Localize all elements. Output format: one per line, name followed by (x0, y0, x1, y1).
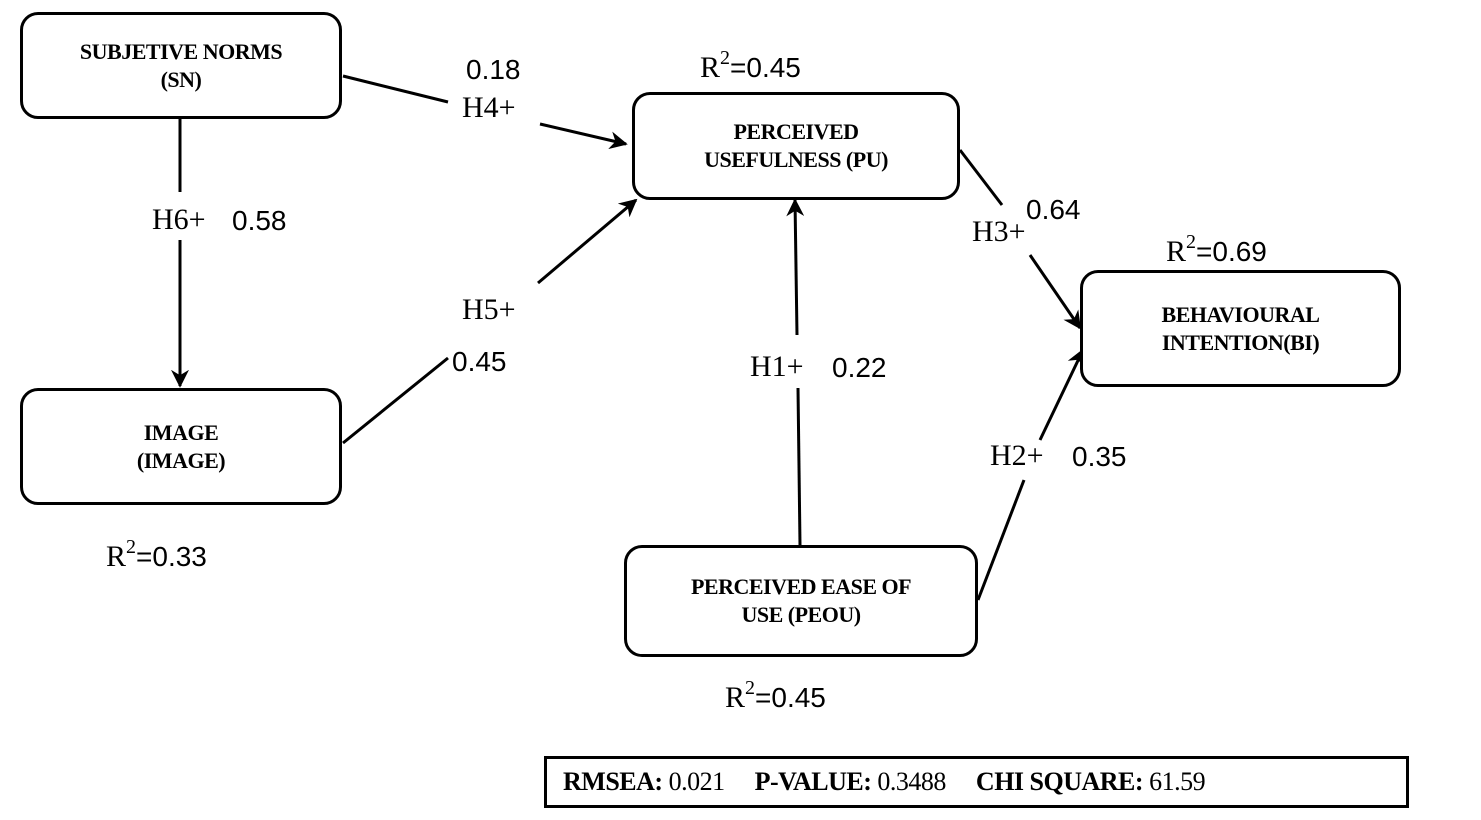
node-subjective-norms-line2: (SN) (160, 66, 202, 92)
r-squared-peou-value: =0.45 (755, 682, 826, 713)
r-squared-image: R2=0.33 (106, 533, 207, 573)
r-squared-pu-superscript: 2 (720, 47, 731, 69)
node-subjective-norms-line1: SUBJETIVE NORMS (79, 38, 283, 64)
r-squared-bi-symbol: R (1166, 235, 1187, 268)
path-h3-hypothesis: H3+ (972, 215, 1026, 248)
chi-square-value: 61.59 (1149, 767, 1206, 796)
path-h1-hypothesis: H1+ (750, 350, 804, 383)
arrow-sn-to-pu (342, 74, 449, 104)
node-behavioural-intention-line1: BEHAVIOURAL (1161, 301, 1320, 327)
node-perceived-usefulness: PERCEIVED USEFULNESS (PU) (632, 92, 960, 200)
p-value-value: 0.3488 (877, 767, 946, 796)
node-image: IMAGE (IMAGE) (20, 388, 342, 505)
r-squared-peou: R2=0.45 (725, 674, 826, 714)
path-h3-coefficient: 0.64 (1026, 194, 1081, 225)
node-perceived-usefulness-line2: USEFULNESS (PU) (704, 147, 888, 172)
path-h2-coefficient: 0.35 (1072, 441, 1127, 472)
rmsea-label: RMSEA: (563, 767, 663, 796)
path-h4-coefficient: 0.18 (466, 54, 521, 85)
arrow-image-to-pu (537, 198, 638, 285)
node-perceived-ease-of-use-line1: PERCEIVED EASE OF (690, 574, 912, 599)
arrow-peou-to-bi-tail (976, 479, 1026, 601)
path-h2-hypothesis: H2+ (990, 439, 1044, 472)
r-squared-pu: R2=0.45 (700, 44, 801, 84)
path-h5-coefficient: 0.45 (452, 346, 507, 377)
arrow-pu-to-bi-tail (958, 149, 1004, 206)
r-squared-image-symbol: R (106, 540, 127, 573)
r-squared-bi: R2=0.69 (1166, 228, 1267, 268)
model-fit-indices-box: RMSEA: 0.021 P-VALUE: 0.3488 CHI SQUARE:… (544, 756, 1409, 808)
chi-square-label: CHI SQUARE: (975, 767, 1144, 796)
r-squared-pu-symbol: R (700, 51, 721, 84)
node-behavioural-intention-line2: INTENTION(BI) (1161, 329, 1320, 355)
node-image-line2: (IMAGE) (136, 447, 226, 473)
arrow-image-to-pu-tail (342, 356, 449, 445)
node-subjective-norms: SUBJETIVE NORMS (SN) (20, 12, 342, 119)
node-image-line1: IMAGE (143, 419, 219, 445)
r-squared-bi-value: =0.69 (1196, 236, 1267, 267)
node-perceived-usefulness-line1: PERCEIVED (733, 119, 859, 144)
path-h6-hypothesis: H6+ (152, 203, 206, 236)
arrow-sn-to-pu-head (539, 122, 628, 150)
rmsea-value: 0.021 (668, 767, 726, 796)
path-h1-coefficient: 0.22 (832, 352, 887, 383)
r-squared-peou-symbol: R (725, 681, 746, 714)
r-squared-image-value: =0.33 (136, 541, 207, 572)
r-squared-peou-superscript: 2 (745, 677, 756, 699)
path-h5-hypothesis: H5+ (462, 293, 516, 326)
arrow-peou-to-bi (1038, 348, 1085, 441)
r-squared-image-superscript: 2 (126, 536, 137, 558)
arrow-peou-to-pu-tail (796, 387, 802, 546)
r-squared-pu-value: =0.45 (730, 52, 801, 83)
r-squared-bi-superscript: 2 (1186, 231, 1197, 253)
arrow-peou-to-pu (786, 198, 805, 336)
node-perceived-ease-of-use-line2: USE (PEOU) (741, 602, 861, 627)
path-h6-coefficient: 0.58 (232, 205, 287, 236)
node-behavioural-intention: BEHAVIOURAL INTENTION(BI) (1080, 270, 1401, 387)
p-value-label: P-VALUE: (754, 767, 872, 796)
node-perceived-ease-of-use: PERCEIVED EASE OF USE (PEOU) (624, 545, 978, 657)
path-h4-hypothesis: H4+ (462, 91, 516, 124)
arrow-pu-to-bi (1028, 254, 1082, 330)
